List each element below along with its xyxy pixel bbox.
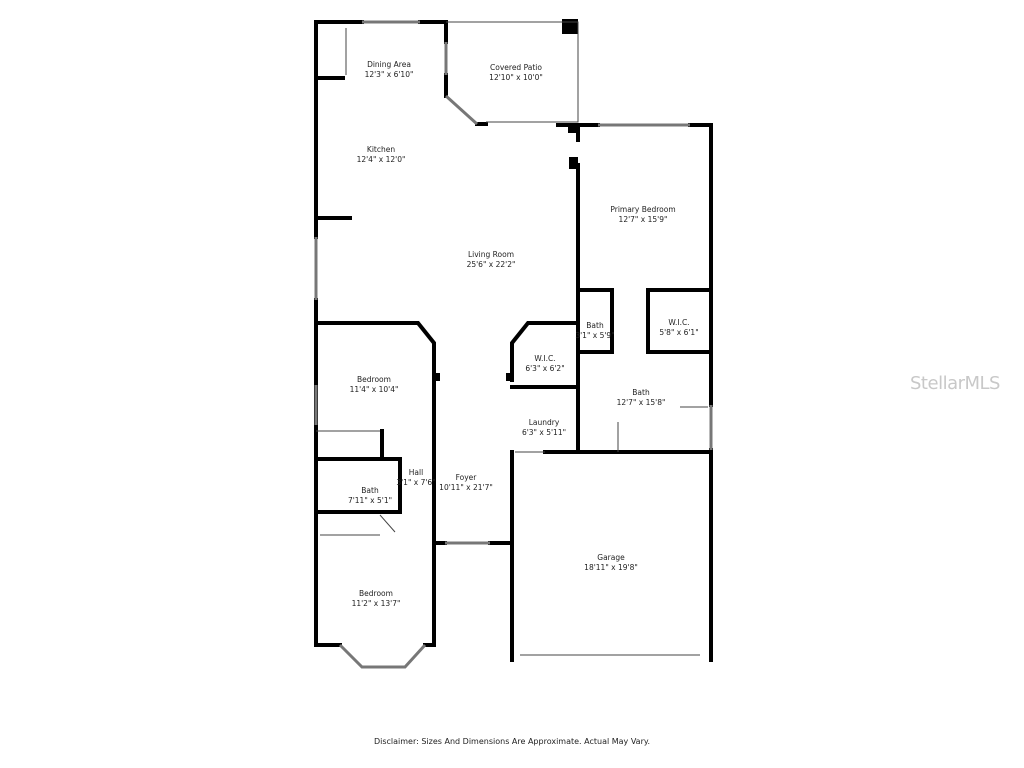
- walls: [314, 20, 713, 662]
- blocks: [434, 19, 578, 381]
- room-label-wic-primary: W.I.C.5'8" x 6'1": [659, 318, 699, 337]
- room-label-wic: W.I.C.6'3" x 6'2": [525, 354, 565, 373]
- disclaimer-text: Disclaimer: Sizes And Dimensions Are App…: [373, 737, 651, 746]
- windows: [314, 20, 713, 669]
- watermark-logo: StellarMLS: [910, 373, 1000, 394]
- thin-lines: [316, 21, 708, 656]
